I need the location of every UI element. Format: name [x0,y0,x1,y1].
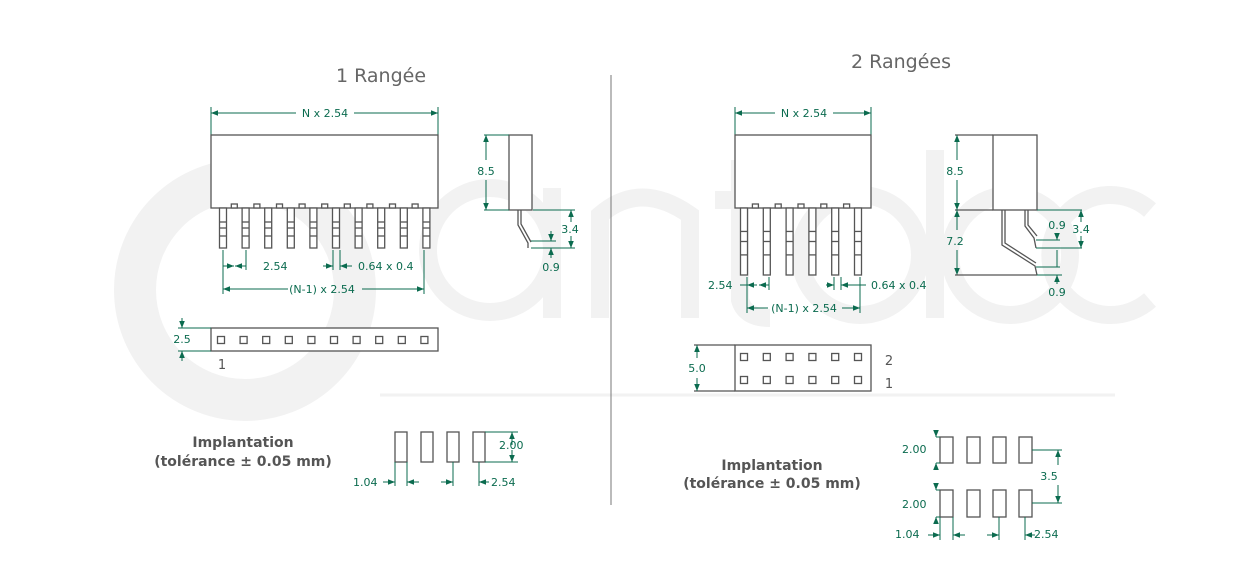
pad-height-label: 2.00 [499,439,524,452]
pin-contact-square [284,335,293,345]
row-spacing-label-2: 3.5 [1040,470,1058,483]
body-notch [253,203,261,209]
width-dim-label-2: N x 2.54 [781,107,827,120]
pin [218,207,228,249]
pin-contact-square [239,335,248,345]
pin [377,207,386,249]
pin-contact-square [785,375,794,385]
pin [399,207,408,249]
pin [853,207,863,276]
bend-offset-dim-label: 0.9 [542,261,560,274]
pin-contact-square [307,335,316,345]
footprint-tolerance: (tolérance ± 0.05 mm) [154,454,332,470]
single-row-side-view: 8.5 3.4 0.9 [477,134,579,274]
pin-size-dim-label-2: 0.64 x 0.4 [871,279,927,292]
pin-contact-square [420,335,429,345]
double-row-title: 2 Rangées [851,51,951,73]
pin-contact-square [739,375,749,385]
pin-contact-square [739,352,749,362]
body-notch [797,203,805,209]
pin [785,207,794,276]
pin [286,207,295,249]
body-notch [321,203,329,209]
pitch-dim-label: 2.54 [263,260,288,273]
pin-contact-square [216,335,226,345]
single-row-front-view: N x 2.54 2.54 0.64 x 0.4 (N-1) x 2.54 [210,107,439,296]
body-notch [298,203,306,209]
pin [831,207,840,276]
pin [808,207,817,276]
body-notch [343,203,351,209]
span-dim-label: (N-1) x 2.54 [289,283,355,296]
bend-dim-label: 3.4 [561,223,579,236]
bend-dim-label-2: 3.4 [1072,223,1090,236]
pin-contact-square [262,335,271,345]
pin-contact-square [831,375,840,385]
pin-contact-square [762,375,771,385]
body-notch [751,203,760,209]
pin-contact-square [397,335,406,345]
single-row-footprint: Implantation (tolérance ± 0.05 mm) 2.00 … [154,431,524,489]
pin [241,207,250,249]
body-notch [411,203,419,209]
depth-dim-label-2: 5.0 [688,362,706,375]
body-notch [388,203,397,209]
pad-width-label: 1.04 [353,476,378,489]
pin-contact-square [831,352,840,362]
body-notch [774,203,782,209]
width-dim-label: N x 2.54 [302,107,348,120]
pitch-dim-label-2: 2.54 [708,279,733,292]
double-row-front-view: N x 2.54 2.54 0.64 x 0.4 (N-1) x 2.54 [708,107,927,315]
row-label-2: 2 [885,354,893,369]
bottom-offset-dim-label-2: 0.9 [1048,286,1066,299]
body-notch [230,203,238,209]
pad-height-label-2b: 2.00 [902,498,927,511]
pin-contact-square [375,335,384,345]
body-notch [275,203,284,209]
pin [762,207,771,276]
bend-offset-dim-label-2: 0.9 [1048,219,1066,232]
pin-contact-square [785,352,794,362]
height-dim-label: 8.5 [477,165,495,178]
pin-contact-square [853,352,863,362]
span-dim-label-2: (N-1) x 2.54 [771,302,837,315]
pin [354,207,363,249]
height-dim-label-2: 8.5 [946,165,964,178]
double-row-footprint: Implantation (tolérance ± 0.05 mm) 2.00 … [683,430,1062,541]
pin [422,207,431,249]
pin [331,207,341,249]
footprint-tolerance-2: (tolérance ± 0.05 mm) [683,476,861,492]
double-row-side-view: 8.5 7.2 3.4 0.9 0.9 [946,134,1090,299]
pin [309,207,318,249]
pin-contact-square [808,352,817,362]
pad-height-label-2a: 2.00 [902,443,927,456]
pin-contact-square [352,335,361,345]
row-label-1: 1 [885,377,893,392]
body-notch [366,203,374,209]
depth-dim-label: 2.5 [173,333,191,346]
single-row-title: 1 Rangée [336,65,426,87]
single-row-top-view: 2.5 1 [173,318,439,373]
pitch-label: 2.54 [491,476,516,489]
pin [264,207,273,249]
pin-contact-square [808,375,817,385]
footprint-title-2: Implantation [721,458,822,474]
double-row-top-view: 5.0 2 1 [688,344,893,392]
lower-dim-label-2: 7.2 [946,235,964,248]
pin-contact-square [853,375,863,385]
row-label: 1 [218,358,226,373]
pin-contact-square [329,335,339,345]
pitch-label-2: 2.54 [1034,528,1059,541]
pad-width-label-2: 1.04 [895,528,920,541]
footprint-title: Implantation [192,435,293,451]
pin-size-dim-label: 0.64 x 0.4 [358,260,414,273]
single-row-pins [218,203,431,249]
body-notch [820,203,828,209]
pin-contact-square [762,352,771,362]
double-row-pins [739,203,863,276]
pin [739,207,749,276]
body-notch [842,203,851,209]
